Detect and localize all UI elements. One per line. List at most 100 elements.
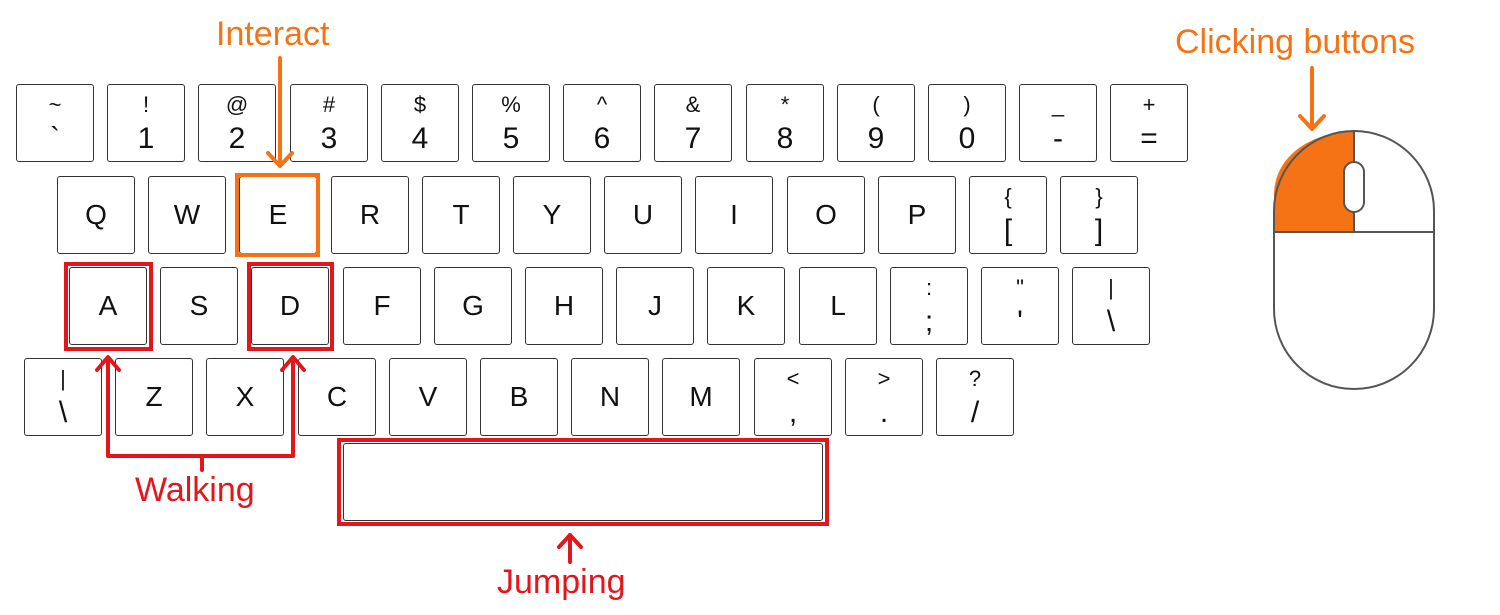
key-base-label: /: [970, 396, 980, 429]
key-row4-5[interactable]: B: [480, 358, 558, 436]
key-base-label: 1: [137, 122, 155, 155]
key-row3-4[interactable]: G: [434, 267, 512, 345]
key-label: O: [815, 199, 837, 230]
key-row1-3[interactable]: #3: [290, 84, 368, 162]
key-row1-12[interactable]: +=: [1110, 84, 1188, 162]
key-row3-6[interactable]: J: [616, 267, 694, 345]
key-shift-label: >: [877, 366, 891, 391]
key-shift-label: <: [786, 366, 800, 391]
key-row2-9[interactable]: P: [878, 176, 956, 254]
key-shift-label: :: [925, 275, 933, 300]
key-row1-10[interactable]: )0: [928, 84, 1006, 162]
key-label: K: [736, 290, 756, 321]
key-row3-7[interactable]: K: [707, 267, 785, 345]
key-row3-8[interactable]: L: [799, 267, 877, 345]
key-row4-6[interactable]: N: [571, 358, 649, 436]
key-base-label: -: [1053, 122, 1063, 155]
key-label: P: [907, 199, 927, 230]
key-shift-label: }: [1095, 184, 1103, 209]
key-base-label: 3: [320, 122, 338, 155]
key-row1-5[interactable]: %5: [472, 84, 550, 162]
key-label: Z: [145, 381, 163, 412]
key-base-label: =: [1140, 122, 1158, 155]
key-row3-5[interactable]: H: [525, 267, 603, 345]
key-base-label: ,: [788, 396, 798, 429]
key-base-label: 6: [593, 122, 611, 155]
key-label: Q: [85, 199, 107, 230]
key-label: M: [689, 381, 713, 412]
key-row1-9[interactable]: (9: [837, 84, 915, 162]
key-row4-4[interactable]: V: [389, 358, 467, 436]
key-base-label: 5: [502, 122, 520, 155]
key-row2-3[interactable]: R: [331, 176, 409, 254]
key-row1-11[interactable]: _-: [1019, 84, 1097, 162]
key-base-label: ': [1017, 305, 1023, 338]
key-row3-0[interactable]: A: [69, 267, 147, 345]
highlight-d-key: [247, 262, 334, 351]
key-base-label: [: [1003, 214, 1013, 247]
key-base-label: \: [1106, 305, 1116, 338]
key-row3-3[interactable]: F: [343, 267, 421, 345]
key-row4-3[interactable]: C: [298, 358, 376, 436]
key-row2-10[interactable]: {[: [969, 176, 1047, 254]
key-row3-9[interactable]: :;: [890, 267, 968, 345]
key-row1-2[interactable]: @2: [198, 84, 276, 162]
key-row2-7[interactable]: I: [695, 176, 773, 254]
clicking-arrowhead: [1298, 114, 1326, 131]
key-label: H: [553, 290, 575, 321]
interact-arrowhead: [266, 151, 294, 168]
key-row2-0[interactable]: Q: [57, 176, 135, 254]
walking-arrowhead-d: [280, 355, 306, 372]
key-label: J: [648, 290, 662, 321]
key-row3-2[interactable]: D: [251, 267, 329, 345]
key-row3-11[interactable]: |\: [1072, 267, 1150, 345]
key-shift-label: |: [1108, 275, 1114, 300]
key-row2-8[interactable]: O: [787, 176, 865, 254]
key-row4-7[interactable]: M: [662, 358, 740, 436]
key-row1-4[interactable]: $4: [381, 84, 459, 162]
jumping-label: Jumping: [497, 563, 626, 601]
key-shift-label: _: [1051, 92, 1065, 117]
key-row2-5[interactable]: Y: [513, 176, 591, 254]
key-row2-1[interactable]: W: [148, 176, 226, 254]
key-row2-6[interactable]: U: [604, 176, 682, 254]
key-shift-label: #: [322, 92, 336, 117]
key-row2-11[interactable]: }]: [1060, 176, 1138, 254]
key-label: F: [373, 290, 391, 321]
mouse-scroll-wheel: [1343, 161, 1365, 213]
key-row1-1[interactable]: !1: [107, 84, 185, 162]
key-shift-label: ?: [968, 366, 982, 391]
key-shift-label: ": [1016, 275, 1024, 300]
key-label: N: [599, 381, 621, 412]
key-label: R: [359, 199, 381, 230]
key-row4-9[interactable]: >.: [845, 358, 923, 436]
spacebar-key[interactable]: [343, 443, 823, 521]
key-row4-1[interactable]: Z: [115, 358, 193, 436]
key-base-label: 2: [228, 122, 246, 155]
mouse-left-button: [1274, 131, 1354, 232]
key-row1-6[interactable]: ^6: [563, 84, 641, 162]
key-row4-8[interactable]: <,: [754, 358, 832, 436]
key-label: E: [268, 199, 288, 230]
key-row1-7[interactable]: &7: [654, 84, 732, 162]
key-shift-label: %: [501, 92, 521, 117]
highlight-a-key: [64, 262, 153, 351]
key-label: I: [730, 199, 738, 230]
key-row2-4[interactable]: T: [422, 176, 500, 254]
key-row1-8[interactable]: *8: [746, 84, 824, 162]
key-shift-label: |: [60, 366, 66, 391]
key-base-label: ;: [924, 305, 934, 338]
key-row4-2[interactable]: X: [206, 358, 284, 436]
key-base-label: 0: [958, 122, 976, 155]
key-row3-1[interactable]: S: [160, 267, 238, 345]
key-row3-10[interactable]: "': [981, 267, 1059, 345]
key-label: S: [189, 290, 209, 321]
jumping-arrowhead: [557, 533, 583, 549]
key-base-label: .: [879, 396, 889, 429]
key-label: B: [509, 381, 529, 412]
key-row2-2[interactable]: E: [239, 176, 317, 254]
key-row4-10[interactable]: ?/: [936, 358, 1014, 436]
key-row1-0[interactable]: ~`: [16, 84, 94, 162]
key-row4-0[interactable]: |\: [24, 358, 102, 436]
